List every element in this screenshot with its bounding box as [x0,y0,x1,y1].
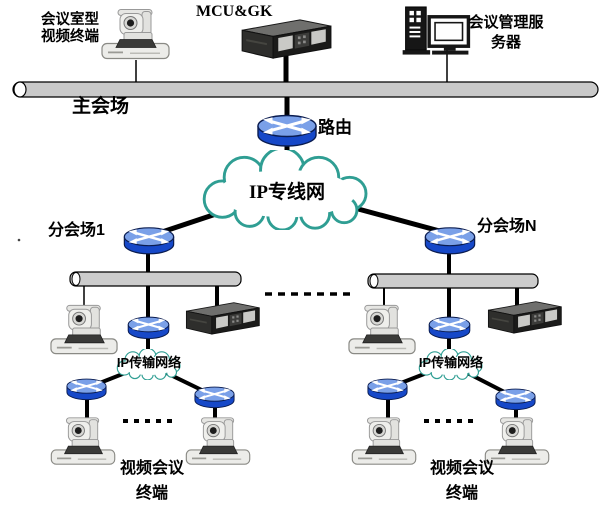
wan-cloud-label: IP专线网 [248,182,325,203]
mcu-gk-rack-icon [241,19,332,59]
branchN-video-terminal-icon [348,304,416,355]
branchN-lan-bus [367,273,539,289]
branch1-edge-switch-left-icon [65,377,108,401]
branchN-edge-switch-left-icon [366,377,409,401]
branch1-switch-icon [127,316,170,340]
video-terminal-right-label: 视频会议 终端 [429,460,494,502]
core-router-icon [256,113,318,148]
branch1-edge-switch-right-icon [193,385,236,409]
branchN-rack-device-icon [487,301,562,334]
branchN-edge-switch-right-icon [494,387,537,411]
endpoint-terminal-icon [351,417,417,465]
main-venue-bus [12,81,599,98]
transmission-cloud-left-label: IP传输网络 [116,355,182,370]
branchN-label: 分会场N [477,218,537,235]
branch1-video-terminal-icon [50,304,118,355]
router-label: 路由 [318,118,352,137]
branch1-rack-device-icon [185,302,260,335]
stray-dot [17,238,21,242]
branch1-router-icon [122,226,176,256]
management-server-label: 会议管理服 务器 [468,14,544,51]
ellipsis-dashes [123,292,478,423]
mcu-gk-label: MCU&GK [196,3,273,20]
branchN-router-icon [423,226,477,256]
branchN-switch-icon [428,316,471,340]
branch1-label: 分会场1 [48,222,105,239]
video-terminal-left-label: 视频会议 终端 [119,460,184,502]
transmission-cloud-right-label: IP传输网络 [418,355,484,370]
main-venue-label: 主会场 [72,96,130,117]
room-terminal-label: 会议室型 视频终端 [41,12,99,46]
branch1-lan-bus [69,271,242,287]
